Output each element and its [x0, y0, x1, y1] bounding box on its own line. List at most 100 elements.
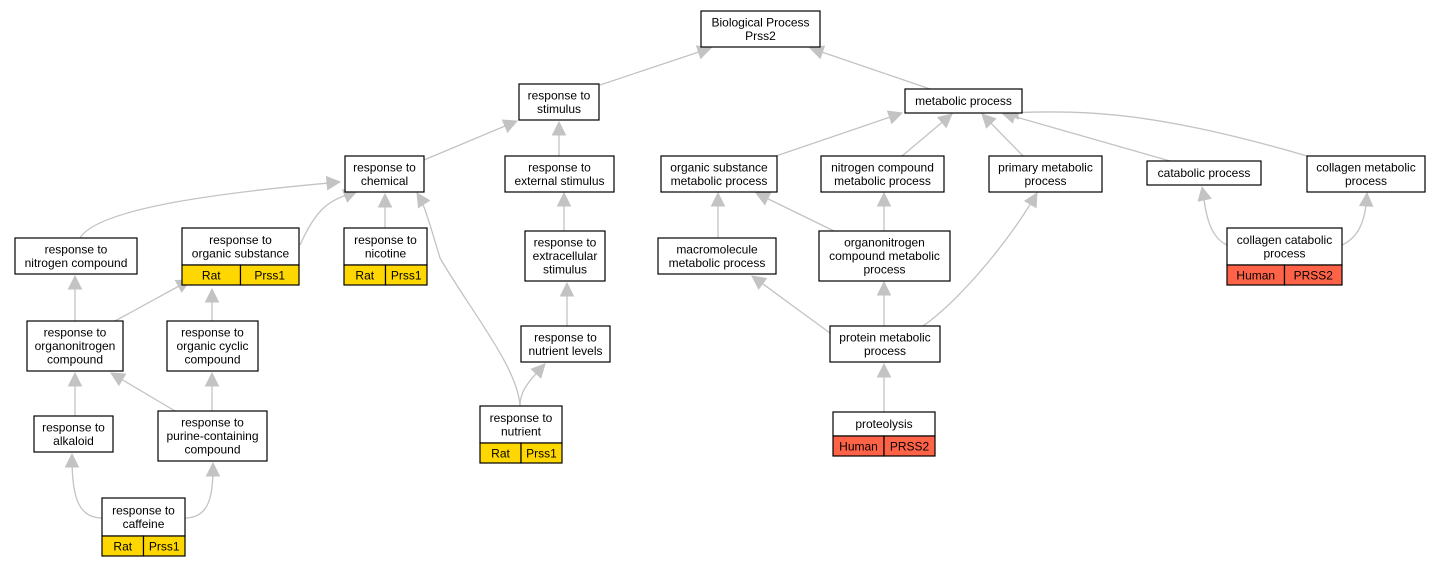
edge-nitrogen-compound-metabolic-process-to-metabolic-process [901, 113, 953, 157]
node-label-line: metabolic process [834, 174, 931, 188]
species-cell-label: Human [1236, 269, 1275, 283]
arrowhead [204, 371, 220, 387]
node-label-line: compound metabolic [829, 249, 940, 263]
arrowhead [204, 287, 220, 303]
node-catabolic-process[interactable]: catabolic process [1146, 160, 1262, 186]
edge-proteolysis-to-protein-metabolic-process [876, 362, 892, 412]
edge-response-to-stimulus-to-root [599, 45, 713, 86]
arrowhead [876, 191, 892, 207]
edge-response-to-caffeine-to-response-to-alkaloid [64, 452, 103, 519]
node-label-line: macromolecule [676, 242, 758, 256]
arrowhead [710, 191, 726, 207]
node-label-line: response to [45, 242, 108, 256]
edge-collagen-metabolic-process-to-metabolic-process [1003, 105, 1308, 157]
node-box [166, 320, 259, 372]
node-box [820, 155, 945, 193]
gene-cell [384, 264, 428, 286]
node-metabolic-process[interactable]: metabolic process [904, 88, 1023, 114]
gene-cell [1283, 264, 1343, 286]
node-label-line: nutrient [501, 424, 542, 438]
node-label-line: nutrient levels [528, 344, 602, 358]
node-box [904, 88, 1023, 114]
edge-response-to-nicotine-to-response-to-chemical [377, 192, 393, 228]
node-box [660, 155, 778, 193]
node-label-line: organic substance [670, 160, 768, 174]
edge-collagen-catabolic-process-to-catabolic-process [1197, 185, 1228, 246]
node-label-line: stimulus [543, 263, 587, 277]
node-box [14, 237, 138, 275]
edge-response-to-organic-cyclic-compound-to-response-to-organic-substance [204, 287, 220, 321]
arrowhead [416, 192, 431, 209]
gene-cell [883, 435, 936, 457]
node-box [1226, 227, 1343, 266]
node-box [520, 325, 611, 363]
edge-response-to-chemical-to-response-to-stimulus [423, 119, 519, 161]
node-box [988, 155, 1103, 193]
edge-metabolic-process-to-root [808, 45, 931, 90]
edge-response-to-nutrient-to-response-to-chemical [416, 192, 521, 409]
gene-cell-label: Prss1 [149, 540, 180, 554]
gene-cell-label: Prss1 [254, 269, 285, 283]
arrowhead [754, 192, 772, 206]
node-box [157, 410, 268, 462]
node-box [1146, 160, 1262, 186]
arrowhead [1358, 191, 1374, 207]
node-label-line: response to [181, 416, 244, 430]
edge-protein-metabolic-process-to-organonitrogen-compound-metabolic-process [876, 280, 892, 326]
arrowhead [530, 363, 546, 379]
edge-organic-substance-metabolic-process-to-metabolic-process [775, 110, 904, 157]
node-box [524, 230, 606, 282]
arrowhead [695, 45, 713, 60]
node-label-line: compound [184, 443, 240, 457]
arrowhead [110, 372, 127, 387]
node-label-line: response to [353, 160, 416, 174]
node-label-line: response to [490, 411, 553, 425]
arrowhead [551, 120, 567, 136]
node-label-line: extracellular [533, 249, 598, 263]
arrowhead [886, 110, 904, 125]
arrowhead [556, 191, 572, 207]
node-box [832, 411, 936, 437]
node-label-line: response to [44, 326, 107, 340]
arrowhead [876, 362, 892, 378]
arrowhead [1023, 192, 1038, 209]
node-box [344, 155, 425, 193]
edge-response-to-nutrient-to-response-to-nutrient-levels [519, 363, 546, 407]
node-label-line: process [864, 344, 906, 358]
node-label-line: purine-containing [166, 429, 258, 443]
node-label-line: organic substance [192, 246, 290, 260]
node-label-line: process [1024, 174, 1066, 188]
species-cell-label: Rat [355, 269, 374, 283]
edge-collagen-catabolic-process-to-collagen-metabolic-process [1341, 191, 1374, 246]
edge-protein-metabolic-process-to-macromolecule-metabolic-process [751, 275, 835, 337]
gene-cell [520, 442, 563, 464]
node-label-line: nitrogen compound [25, 256, 128, 270]
edge-response-to-organonitrogen-compound-to-response-to-nitrogen-compound [67, 274, 83, 321]
node-label-line: response to [528, 88, 591, 102]
